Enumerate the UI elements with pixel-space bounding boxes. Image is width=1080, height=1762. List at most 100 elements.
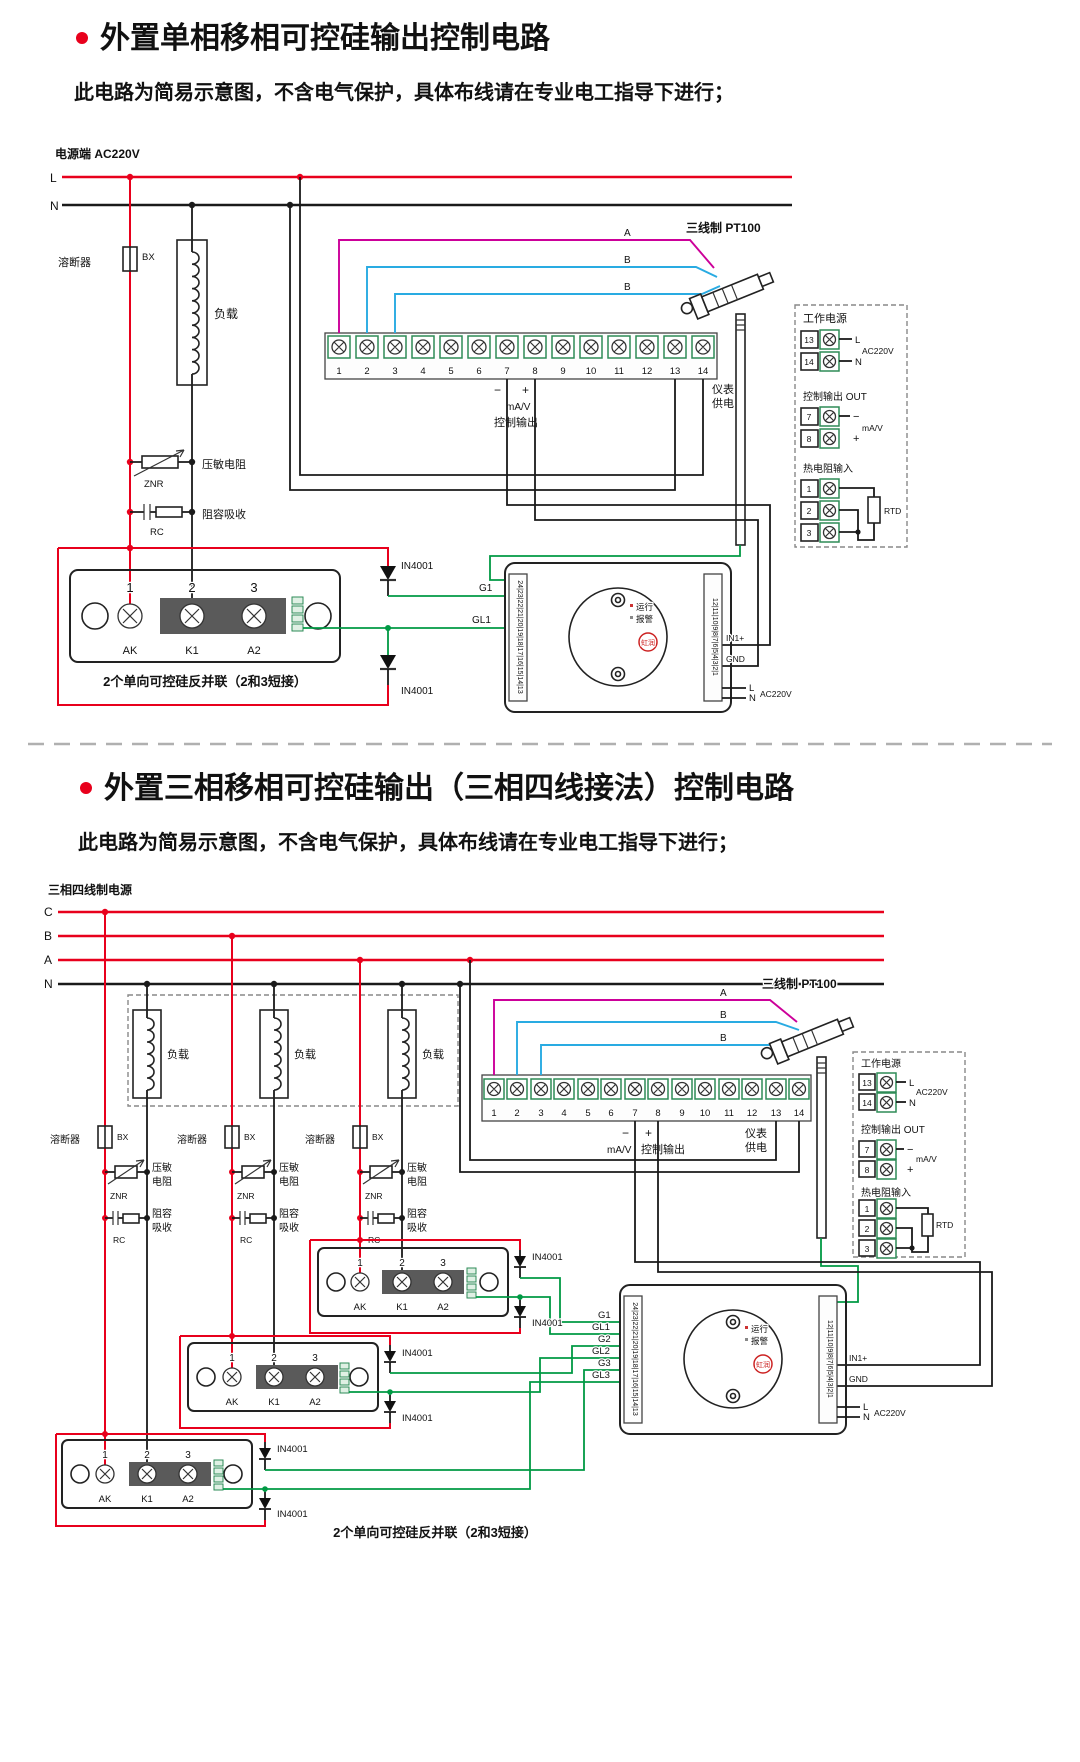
- scr-terminal-1: 1: [102, 1450, 108, 1461]
- rc-ref: RC: [240, 1235, 252, 1245]
- panel-n7: 7: [807, 412, 812, 422]
- mount-hole-icon: [326, 1272, 346, 1292]
- rc-snubber-1: 阻容吸收 RC: [126, 504, 247, 539]
- scr-module-a: 1 2 3 AK K1 A2 IN4001 IN4001: [309, 1237, 620, 1335]
- znr-label-b: 电阻: [152, 1175, 172, 1188]
- strip2-num: 6: [608, 1108, 613, 1119]
- strip2-num: 8: [655, 1108, 660, 1119]
- run-label: 运行: [751, 1324, 769, 1334]
- strip2-num: 14: [794, 1108, 805, 1119]
- panel-mav: mA/V: [916, 1154, 937, 1164]
- diode-label: IN4001: [277, 1444, 308, 1455]
- scr-terminal-1: 1: [357, 1258, 363, 1269]
- diode-icon: [259, 1448, 271, 1459]
- strip2-down-wires: [459, 960, 993, 1387]
- in1-label: IN1+: [849, 1353, 867, 1363]
- panel-n: N: [855, 357, 862, 368]
- znr-label: 压敏电阻: [202, 457, 246, 471]
- panel-mav: mA/V: [862, 423, 883, 433]
- alarm-label: 报警: [636, 614, 654, 624]
- scr-k1-label: K1: [185, 645, 198, 657]
- scr-caption: 2个单向可控硅反并联（2和3短接）: [103, 674, 307, 689]
- line-b-label: B: [44, 929, 52, 943]
- mav-label: mA/V: [607, 1145, 632, 1156]
- rc-ref: RC: [150, 527, 164, 538]
- scr-terminal-3: 3: [312, 1353, 318, 1364]
- scr-terminal-2: 2: [144, 1450, 150, 1461]
- panel-plus: +: [907, 1164, 913, 1176]
- fuse-label: 溶断器: [305, 1133, 335, 1146]
- scr-a2-label: A2: [309, 1397, 321, 1408]
- work-power-label: 工作电源: [803, 311, 847, 325]
- coil-icon: [146, 1017, 155, 1091]
- panel-n: N: [909, 1098, 916, 1109]
- right-terminal-numbers: 12|11|10|9|8|7|6|5|4|3|2|1: [711, 598, 718, 676]
- load-1: 负载: [176, 205, 239, 604]
- znr-ref: ZNR: [110, 1191, 127, 1201]
- load-label: 负载: [422, 1047, 444, 1061]
- pt100-wires-2: A B B: [493, 987, 802, 1075]
- strip1-num: 12: [642, 366, 653, 377]
- strip2-num: 1: [491, 1108, 496, 1119]
- ac220v-label: AC220V: [760, 689, 792, 699]
- panel-ac220v: AC220V: [916, 1087, 948, 1097]
- diode1-label: IN4001: [401, 561, 434, 572]
- left-terminal-numbers: 24|23|22|21|20|19|18|17|16|15|14|13: [631, 1302, 638, 1416]
- panel-n3: 3: [807, 528, 812, 538]
- strip1-num: 2: [364, 366, 369, 377]
- bullet-icon: [76, 32, 88, 44]
- scr-a2-label: A2: [437, 1302, 449, 1313]
- panel-l: L: [855, 335, 860, 346]
- power-label-2: 三相四线制电源: [48, 882, 132, 897]
- scr-ak-label: AK: [99, 1494, 112, 1505]
- g3-wire: [265, 1369, 620, 1471]
- diode-icon: [514, 1256, 526, 1267]
- gl2-label: GL2: [592, 1346, 610, 1357]
- brand-label: 虹润: [641, 638, 655, 647]
- strip2-num: 10: [700, 1108, 711, 1119]
- panel-minus: −: [853, 411, 859, 423]
- g1-wire: [520, 1277, 620, 1323]
- scr-terminal-2: 2: [188, 580, 195, 595]
- meter-supply-wire-a: [469, 960, 777, 1161]
- panel-n14: 14: [804, 357, 814, 367]
- scr-terminal-3: 3: [185, 1450, 191, 1461]
- diode-label: IN4001: [532, 1318, 563, 1329]
- ctrl-out-out-label: 控制输出 OUT: [803, 390, 867, 403]
- run-label: 运行: [636, 602, 654, 612]
- diode-icon: [380, 566, 396, 580]
- panel-n2: 2: [865, 1224, 870, 1234]
- power-terminal-label: 电源端 AC220V: [55, 146, 140, 161]
- mount-hole-icon: [81, 602, 109, 630]
- wire-b-label: B: [624, 282, 631, 293]
- strip1-num: 5: [448, 366, 453, 377]
- line-n-label: N: [50, 199, 59, 213]
- diode-label: IN4001: [402, 1413, 433, 1424]
- gnd-label: GND: [726, 654, 745, 664]
- scr-a2-label: A2: [247, 645, 260, 657]
- scr-terminal-1: 1: [229, 1353, 235, 1364]
- znr-ref: ZNR: [144, 479, 164, 490]
- meter-supply-wire-n: [289, 205, 676, 491]
- section-single-phase: 外置单相移相可控硅输出控制电路 此电路为简易示意图，不含电气保护，具体布线请在专…: [49, 21, 908, 713]
- fuse-label: 溶断器: [58, 255, 91, 269]
- strip1-num: 11: [614, 366, 624, 377]
- mav-wire-plus: [534, 379, 759, 667]
- meter-supply-label-b: 供电: [745, 1140, 767, 1154]
- rtd-input-label: 热电阻输入: [861, 1186, 911, 1199]
- rc-label-a: 阻容: [152, 1207, 172, 1220]
- sensor-tube: [816, 1056, 827, 1239]
- gate-circuit-1: IN4001 G1 GL1 IN4001: [303, 560, 505, 698]
- trigger-loop-red-1: [57, 544, 389, 706]
- scr-terminal-3: 3: [440, 1258, 446, 1269]
- wire-a-label: A: [624, 228, 631, 239]
- mount-hole-icon: [223, 1464, 243, 1484]
- fuse-bx-label: BX: [372, 1132, 384, 1142]
- terminal-strip-2: 1 2 3 4 5 6 7 8 9 10 11 12 13 14: [481, 1074, 812, 1122]
- section2-title: 外置三相移相可控硅输出（三相四线接法）控制电路: [104, 771, 795, 805]
- scr-terminal-1: 1: [126, 580, 133, 595]
- wire-a-label: A: [720, 988, 727, 999]
- load-label: 负载: [167, 1047, 189, 1061]
- strip1-num: 6: [476, 366, 481, 377]
- ac-n-label: N: [749, 693, 756, 704]
